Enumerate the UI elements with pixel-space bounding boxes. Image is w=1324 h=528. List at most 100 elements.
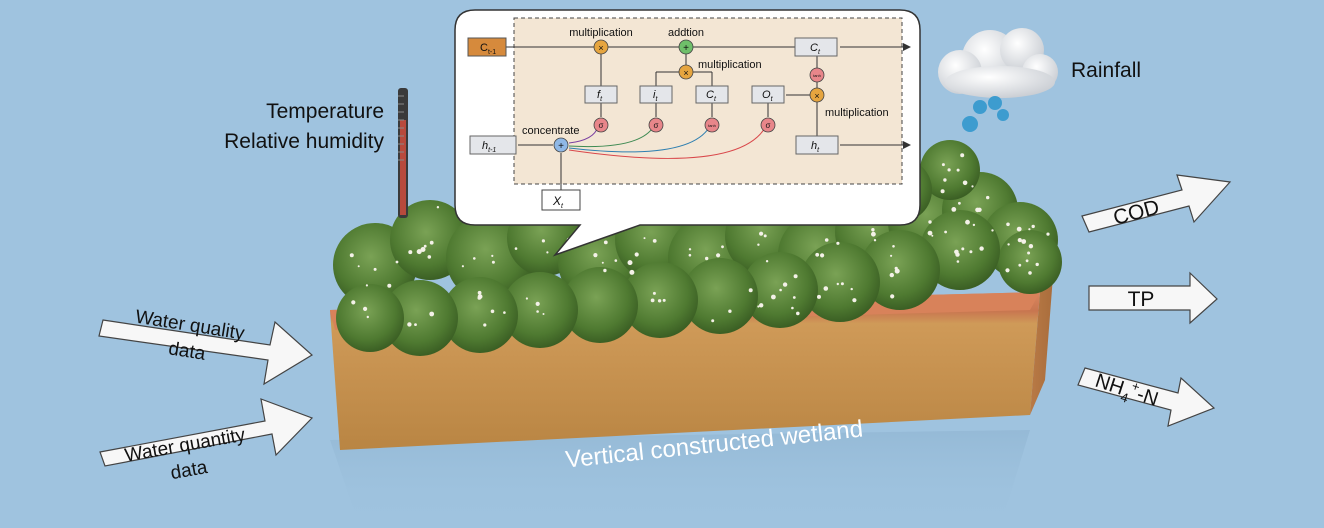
flower-dot: [873, 239, 877, 242]
flower-dot: [1017, 238, 1022, 243]
flower-dot: [1005, 268, 1010, 273]
lstm-boxes: [467, 37, 839, 211]
flower-dot: [940, 189, 945, 194]
flower-dot: [757, 243, 760, 246]
flower-dot: [416, 249, 422, 255]
flower-dot: [965, 219, 970, 225]
flower-dot: [643, 237, 646, 240]
flower-dot: [890, 254, 893, 257]
flower-dot: [757, 305, 760, 308]
lstm-o-label: Ot: [762, 89, 774, 103]
flower-dot: [765, 260, 769, 263]
foliage-cluster: [336, 284, 404, 352]
flower-dot: [956, 168, 960, 172]
rainfall-label: Rainfall: [1071, 59, 1141, 82]
flower-dot: [969, 250, 973, 254]
lstm-hprev-label: ht-1: [482, 140, 496, 154]
flower-dot: [536, 310, 539, 313]
flower-dot: [366, 315, 369, 319]
flower-dot: [979, 246, 984, 251]
flower-dot: [958, 201, 961, 205]
flower-dot: [357, 265, 360, 268]
flower-dot: [1021, 239, 1027, 244]
lstm-x-label: Xt: [552, 194, 564, 210]
flower-dot: [535, 301, 540, 306]
flower-dot: [962, 180, 968, 186]
flower-dot: [820, 253, 825, 258]
gate-sigma-i-symbol: σ: [654, 121, 659, 130]
flower-dot: [956, 260, 960, 263]
flower-dot: [634, 252, 639, 257]
lstm-f-label: ft: [597, 89, 603, 103]
flower-dot: [782, 282, 788, 287]
flower-dot: [429, 240, 434, 245]
flower-dot: [711, 319, 715, 323]
flower-dot: [1007, 243, 1010, 246]
sensor-pole-icon: [398, 88, 408, 218]
flower-dot: [947, 168, 951, 172]
flower-dot: [850, 287, 853, 291]
foliage-cluster: [682, 258, 758, 334]
lstm-mult-label-3: multiplication: [825, 107, 889, 119]
flower-dot: [541, 239, 546, 243]
gate-mult-3-symbol: ×: [814, 91, 819, 101]
flower-dot: [420, 247, 426, 252]
flower-dot: [748, 288, 753, 293]
input-label-water-quality-2: data: [167, 338, 207, 365]
flower-dot: [927, 230, 933, 236]
flower-dot: [542, 313, 545, 315]
flower-dot: [657, 299, 662, 303]
lstm-gates: [553, 39, 825, 153]
flower-dot: [503, 311, 506, 314]
flower-dot: [792, 296, 796, 299]
flower-dot: [779, 288, 782, 292]
flower-dot: [836, 282, 839, 286]
flower-dot: [951, 207, 957, 212]
lstm-cout-label: Ct: [810, 42, 821, 56]
output-label-cod: COD: [1111, 196, 1162, 230]
rain-cloud-icon: [938, 28, 1058, 132]
flower-dot: [414, 323, 417, 326]
flower-dot: [928, 220, 932, 224]
flower-dot: [614, 259, 618, 262]
flower-dot: [1028, 244, 1034, 249]
foliage-cluster: [382, 280, 458, 356]
foliage-cluster: [442, 277, 518, 353]
flower-dot: [1006, 222, 1010, 227]
gate-mult-2-symbol: ×: [683, 68, 688, 78]
flower-dot: [593, 253, 598, 258]
flower-dot: [477, 290, 482, 295]
lstm-i-label: it: [653, 89, 658, 103]
lstm-text: Ct-1 ht-1 Xt ft it Ct Ot Ct ht × + × tan…: [480, 27, 889, 210]
flower-dot: [894, 266, 898, 270]
flower-dot: [977, 207, 982, 212]
wetland-soil-side: [1030, 250, 1055, 415]
flower-dot: [961, 247, 965, 251]
input-label-water-quantity-2: data: [169, 457, 209, 484]
lstm-ctilde-label: Ct: [706, 89, 717, 103]
input-arrow-water-quality: [98, 319, 314, 386]
flower-dot: [373, 267, 377, 271]
flower-dot: [1016, 226, 1022, 232]
input-arrow-water-quantity: [99, 398, 314, 467]
flower-dot: [892, 245, 895, 248]
flower-dot: [603, 268, 607, 273]
flower-dot: [960, 153, 965, 158]
flower-dot: [546, 251, 549, 254]
flower-dot: [823, 286, 829, 291]
flower-dot: [387, 283, 392, 288]
flower-dot: [889, 272, 894, 278]
flower-dot: [514, 247, 518, 250]
flower-dot: [349, 253, 354, 258]
flower-dot: [954, 249, 959, 255]
flower-dot: [395, 260, 399, 264]
output-arrow-tp: [1088, 271, 1218, 325]
sensor-label-humidity: Relative humidity: [224, 130, 384, 153]
foliage-cluster: [562, 267, 638, 343]
flower-dot: [944, 230, 947, 234]
flower-dot: [836, 241, 840, 245]
flower-dot: [650, 298, 655, 303]
flower-dot: [791, 306, 794, 310]
flower-dot: [991, 229, 994, 232]
flower-dot: [759, 231, 764, 236]
